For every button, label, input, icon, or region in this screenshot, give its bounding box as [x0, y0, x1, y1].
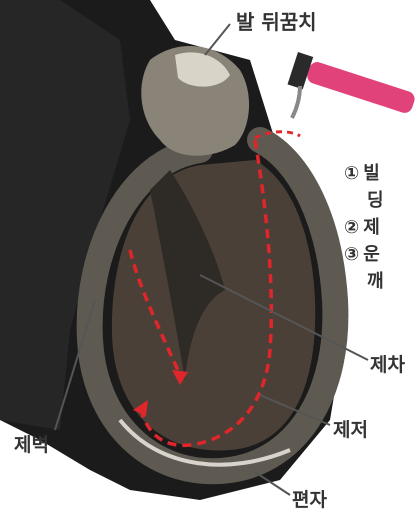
step-3-continued: 깨 [344, 268, 384, 295]
label-wall: 제벽 [14, 430, 49, 457]
leader-heel [205, 24, 230, 55]
step-1-continued: 딩 [344, 187, 384, 214]
step-2-number: ② [344, 217, 359, 238]
hoof-pick-icon [287, 52, 415, 118]
step-2-text: 제 [363, 217, 380, 238]
label-shoe: 편자 [292, 485, 327, 512]
step-3-number: ③ [344, 244, 359, 265]
label-heel: 발 뒤꿈치 [236, 6, 317, 35]
label-sole: 제저 [333, 415, 368, 442]
label-frog: 제차 [370, 350, 405, 377]
step-1-number: ① [344, 163, 359, 184]
step-1-text: 빌 [363, 163, 380, 184]
step-3-text: 운 [363, 244, 380, 265]
